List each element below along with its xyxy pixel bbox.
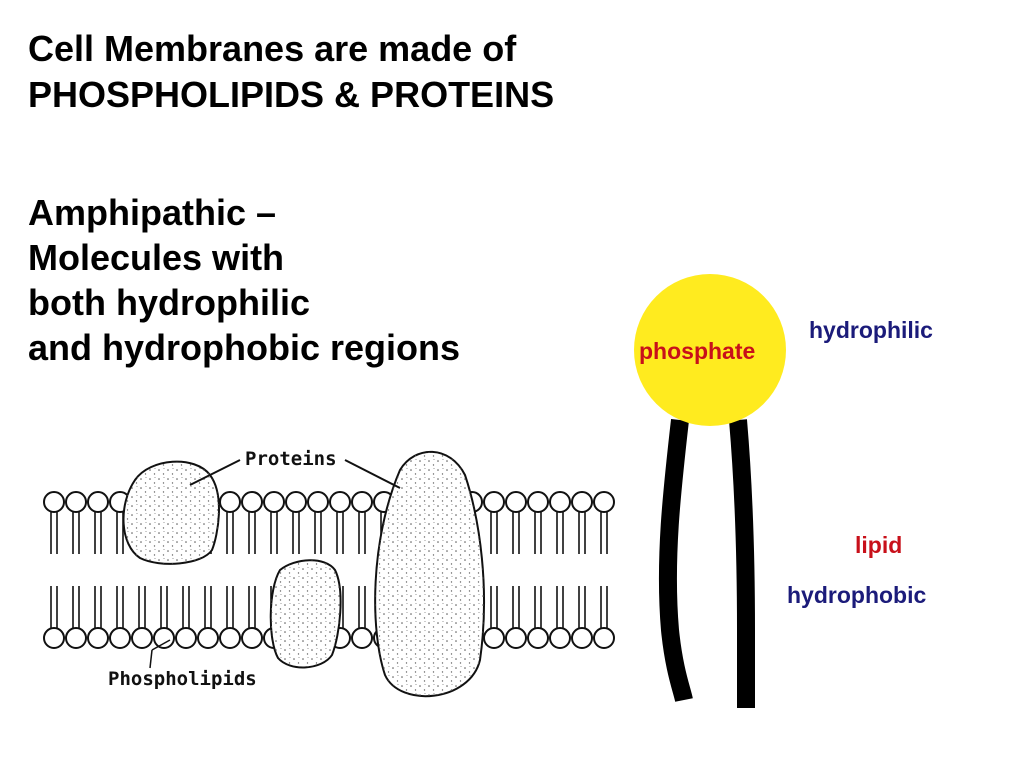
hydrophobic-label: hydrophobic — [787, 582, 927, 608]
slide-title: Cell Membranes are made of PHOSPHOLIPIDS… — [28, 26, 554, 118]
definition-line-3: both hydrophilic — [28, 282, 310, 323]
proteins-pointer-left — [189, 459, 241, 486]
definition-line-1: Amphipathic – — [28, 192, 277, 233]
lipid-head — [549, 627, 571, 649]
phospholipids-pointer — [149, 649, 153, 669]
lipid-head — [87, 627, 109, 649]
protein-right-texture — [375, 451, 485, 697]
lipid-head — [65, 491, 87, 513]
lipid-head — [527, 491, 549, 513]
lipid-head — [549, 491, 571, 513]
lipid-head — [153, 627, 175, 649]
phospholipids-pointer-2 — [151, 639, 171, 651]
lipid-head — [241, 491, 263, 513]
phospholipids-label: Phospholipids — [108, 668, 257, 690]
lipid-head — [131, 627, 153, 649]
cell-membrane-diagram: Proteins Phospholipids — [43, 448, 615, 698]
lipid-head — [43, 491, 65, 513]
lipid-head — [505, 627, 527, 649]
definition-line-4: and hydrophobic regions — [28, 327, 461, 368]
lipid-head — [65, 627, 87, 649]
phosphate-label: phosphate — [639, 338, 756, 364]
lipid-head — [43, 627, 65, 649]
proteins-label: Proteins — [245, 448, 337, 470]
lipid-head — [219, 491, 241, 513]
lipid-tail-left — [658, 418, 693, 703]
lipid-head — [593, 627, 615, 649]
lipid-head — [483, 491, 505, 513]
lipid-head — [351, 491, 373, 513]
lipid-head — [571, 491, 593, 513]
lipid-head — [219, 627, 241, 649]
lipid-head — [197, 627, 219, 649]
title-line-1: Cell Membranes are made of — [28, 28, 517, 69]
lipid-head — [307, 491, 329, 513]
lipid-head — [351, 627, 373, 649]
protein-left-texture — [123, 461, 219, 564]
lipid-head — [593, 491, 615, 513]
lipid-head — [571, 627, 593, 649]
title-line-2: PHOSPHOLIPIDS & PROTEINS — [28, 74, 555, 115]
proteins-pointer-right — [344, 459, 401, 489]
phospholipid-diagram — [634, 274, 786, 708]
lipid-head — [329, 491, 351, 513]
lipid-head — [175, 627, 197, 649]
phosphate-head — [634, 274, 786, 426]
amphipathic-definition: Amphipathic – Molecules with both hydrop… — [28, 190, 460, 370]
lipid-head — [285, 491, 307, 513]
definition-line-2: Molecules with — [28, 237, 285, 278]
lipid-tail-right — [729, 419, 755, 708]
lipid-head — [483, 627, 505, 649]
lipid-head — [505, 491, 527, 513]
lipid-head — [109, 627, 131, 649]
lipid-head — [241, 627, 263, 649]
lipid-head — [527, 627, 549, 649]
lipid-head — [263, 491, 285, 513]
hydrophilic-label: hydrophilic — [809, 317, 933, 343]
protein-middle-texture — [270, 560, 341, 668]
lipid-label: lipid — [855, 532, 903, 558]
lipid-head — [87, 491, 109, 513]
